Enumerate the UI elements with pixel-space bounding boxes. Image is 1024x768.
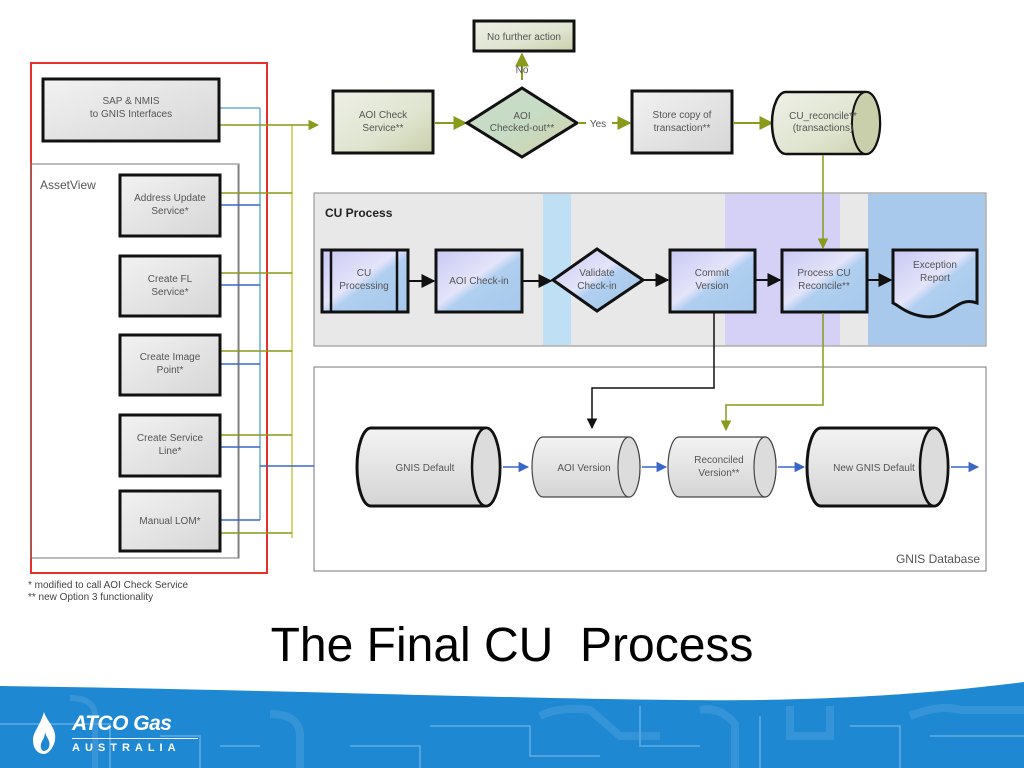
node-no-further-action[interactable]: No further action	[472, 19, 576, 53]
svg-text:Address Update: Address Update	[134, 193, 206, 204]
footnote-double-star: ** new Option 3 functionality	[28, 592, 154, 603]
svg-text:transaction**: transaction**	[654, 123, 711, 134]
arrow-commit-to-aoi-version	[586, 313, 715, 430]
svg-text:Create FL: Create FL	[148, 274, 193, 285]
svg-text:AOI: AOI	[513, 111, 530, 122]
source-create-service-line[interactable]: Create Service Line*	[118, 413, 222, 478]
svg-text:Report: Report	[920, 273, 950, 284]
decision-validate-check-in[interactable]: Validate Check-in	[550, 247, 646, 313]
svg-text:Version**: Version**	[698, 468, 739, 479]
node-aoi-check-service[interactable]: AOI Check Service**	[331, 89, 435, 155]
pipe-pattern	[0, 695, 1024, 768]
flame-logo-icon	[33, 712, 56, 754]
datastore-reconciled-version[interactable]: Reconciled Version**	[667, 436, 777, 498]
svg-text:Create Image: Create Image	[140, 352, 201, 363]
svg-text:Service*: Service*	[151, 206, 188, 217]
svg-text:Reconciled: Reconciled	[694, 455, 743, 466]
source-sap-nmis[interactable]: SAP & NMIS to GNIS Interfaces	[41, 77, 221, 143]
svg-text:Reconcile**: Reconcile**	[798, 281, 850, 292]
svg-text:Checked-out**: Checked-out**	[490, 123, 555, 134]
svg-text:Validate: Validate	[579, 268, 615, 279]
svg-text:AOI Check-in: AOI Check-in	[449, 276, 508, 287]
datastore-gnis-default[interactable]: GNIS Default	[355, 426, 502, 508]
assetview-label: AssetView	[40, 178, 96, 192]
svg-text:Manual LOM*: Manual LOM*	[139, 516, 200, 527]
slide-title: The Final CU Process	[270, 619, 754, 672]
source-create-fl-service[interactable]: Create FL Service*	[118, 254, 222, 318]
svg-text:(transactions): (transactions)	[793, 123, 854, 134]
assetview-group	[30, 163, 240, 559]
svg-text:Point*: Point*	[157, 365, 184, 376]
svg-text:SAP & NMIS: SAP & NMIS	[102, 96, 159, 107]
gnis-database-label: GNIS Database	[896, 552, 980, 566]
cu-process-label: CU Process	[325, 206, 393, 220]
svg-text:Check-in: Check-in	[577, 281, 616, 292]
node-cu-processing[interactable]: CU Processing	[320, 248, 410, 314]
datastore-cu-reconcile[interactable]: CU_reconcile** (transactions)	[770, 90, 882, 156]
decision-aoi-checked-out[interactable]: AOI Checked-out**	[464, 86, 580, 159]
svg-text:Exception: Exception	[913, 260, 957, 271]
brand-name: ATCO Gas	[72, 712, 172, 735]
source-address-update-service[interactable]: Address Update Service*	[118, 173, 222, 238]
svg-text:Store copy of: Store copy of	[653, 110, 712, 121]
svg-text:CU_reconcile**: CU_reconcile**	[789, 111, 857, 122]
svg-text:AOI Version: AOI Version	[557, 463, 610, 474]
svg-text:GNIS Default: GNIS Default	[396, 463, 455, 474]
svg-text:Process CU: Process CU	[797, 268, 850, 279]
node-store-copy-of-transaction[interactable]: Store copy of transaction**	[630, 89, 734, 155]
footer-band	[0, 682, 1024, 768]
source-manual-lom[interactable]: Manual LOM*	[118, 489, 222, 553]
svg-text:No further action: No further action	[487, 32, 561, 43]
node-aoi-check-in[interactable]: AOI Check-in	[434, 248, 524, 314]
label-no: No	[516, 65, 529, 76]
svg-text:CU: CU	[357, 268, 371, 279]
brand-subtitle: AUSTRALIA	[72, 742, 181, 754]
arrow-reconcile-to-reconciled-version	[720, 313, 824, 432]
svg-text:Version: Version	[695, 281, 728, 292]
svg-text:AOI Check: AOI Check	[359, 110, 408, 121]
connector-bus	[219, 107, 356, 558]
svg-text:Service**: Service**	[362, 123, 403, 134]
svg-text:Processing: Processing	[339, 281, 388, 292]
footnote-single-star: * modified to call AOI Check Service	[28, 580, 189, 591]
cu-process-diagram: AssetView SAP & NMIS to GNIS Interface	[30, 19, 987, 574]
svg-text:New GNIS Default: New GNIS Default	[833, 463, 915, 474]
node-commit-version[interactable]: Commit Version	[668, 248, 757, 314]
node-process-cu-reconcile[interactable]: Process CU Reconcile**	[780, 248, 869, 314]
datastore-aoi-version[interactable]: AOI Version	[531, 436, 641, 498]
datastore-new-gnis-default[interactable]: New GNIS Default	[805, 426, 950, 508]
cu-process-group: CU Process	[313, 192, 987, 347]
brand-logo: ATCO Gas AUSTRALIA	[72, 712, 198, 754]
svg-text:Commit: Commit	[695, 268, 730, 279]
footnotes: * modified to call AOI Check Service ** …	[28, 580, 188, 604]
document-exception-report[interactable]: Exception Report	[891, 248, 979, 319]
label-yes: Yes	[590, 119, 606, 130]
svg-text:Service*: Service*	[151, 287, 188, 298]
source-create-image-point[interactable]: Create Image Point*	[118, 333, 222, 397]
svg-text:to GNIS Interfaces: to GNIS Interfaces	[90, 109, 172, 120]
svg-text:Create Service: Create Service	[137, 433, 204, 444]
svg-text:Line*: Line*	[159, 446, 182, 457]
